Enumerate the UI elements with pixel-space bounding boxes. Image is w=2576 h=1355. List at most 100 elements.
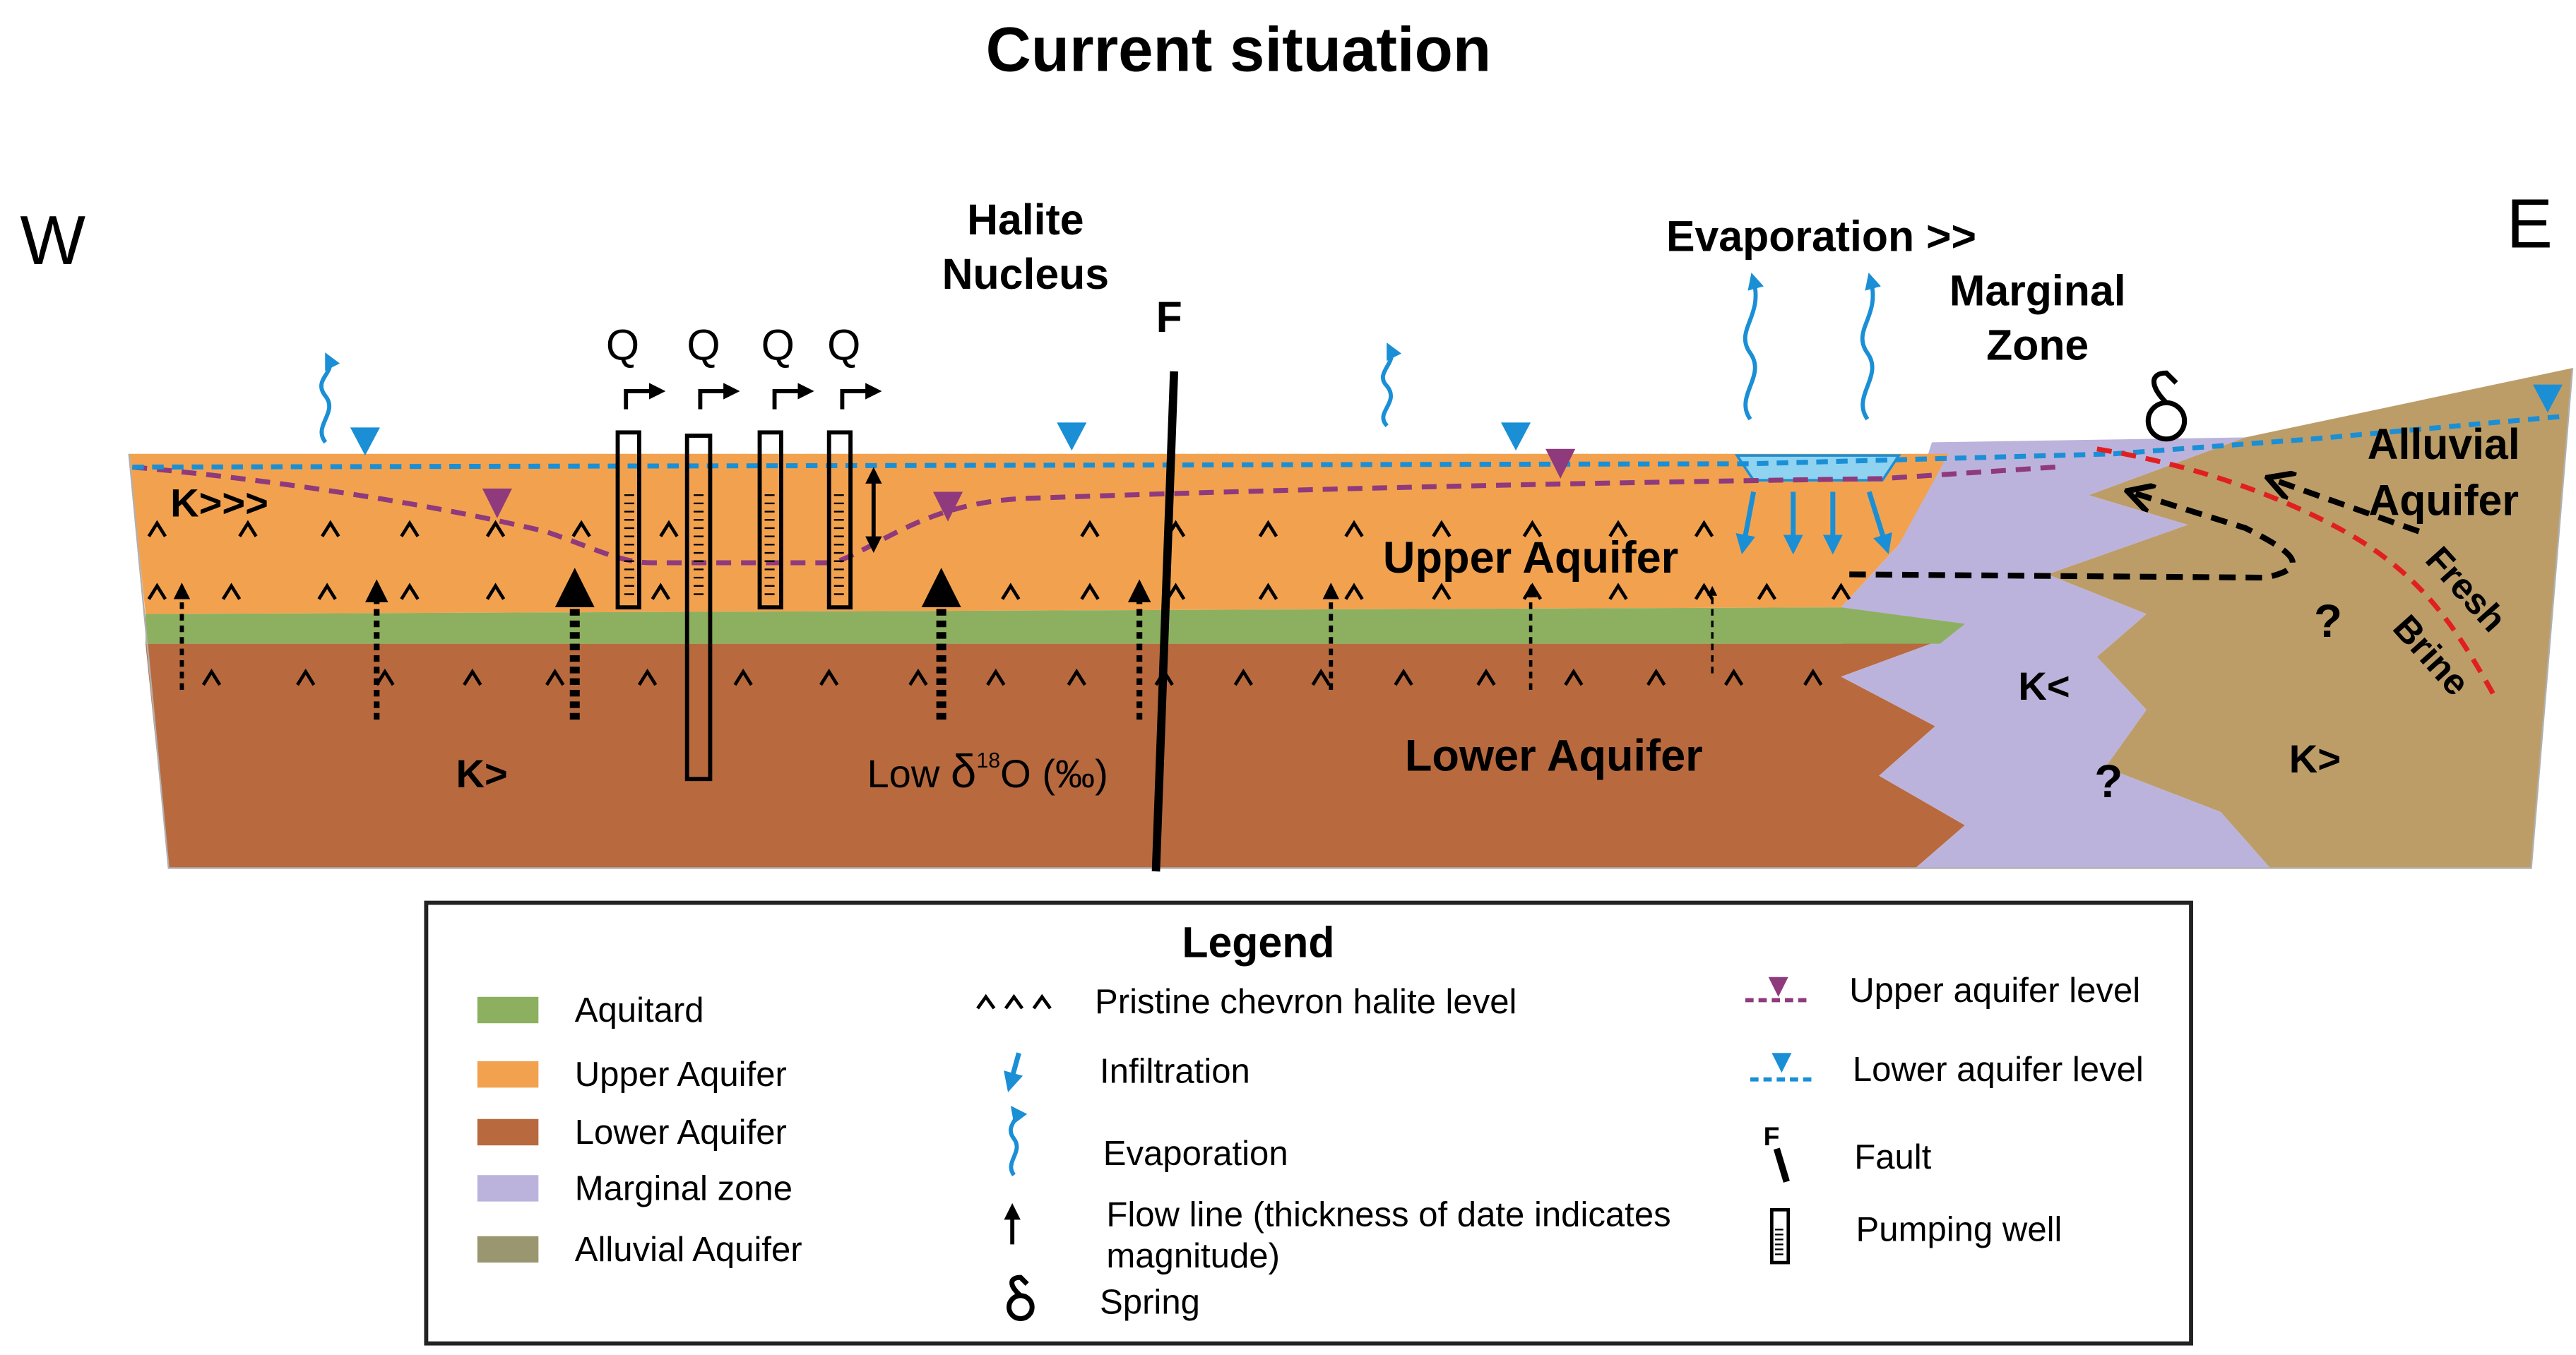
legend-label-fault: Fault xyxy=(1854,1138,1931,1176)
halite-chevron xyxy=(221,583,242,600)
halite-chevron xyxy=(571,520,591,537)
k-marginal-label: K< xyxy=(2018,664,2070,708)
legend-box xyxy=(424,900,2193,1346)
halite-chevron xyxy=(1344,520,1364,537)
evaporation-label: Evaporation >> xyxy=(1666,212,1976,260)
lower-aquifer-level-line xyxy=(132,413,2568,470)
aquitard-layer xyxy=(146,607,1965,644)
halite-chevron xyxy=(733,668,753,686)
halite-chevron xyxy=(321,520,340,537)
fault-line xyxy=(1151,371,1179,872)
halite-chevron xyxy=(1001,583,1021,600)
halite-chevron xyxy=(659,520,679,537)
east-label: E xyxy=(2506,185,2552,263)
legend-label-marginal: Marginal zone xyxy=(575,1169,793,1207)
halite-chevron xyxy=(1564,668,1584,686)
halite-chevron xyxy=(317,583,337,600)
halite-chevron xyxy=(238,520,258,537)
pumping-wells xyxy=(615,430,853,782)
upper-aquifer-level-line xyxy=(132,464,2056,566)
halite-chevrons xyxy=(147,520,1851,686)
halite-chevron xyxy=(1311,668,1331,686)
halite-chevron xyxy=(1694,520,1714,537)
halite-chevron xyxy=(1608,583,1628,600)
legend-label-evaporation: Evaporation xyxy=(1103,1135,1288,1173)
halite-chevron xyxy=(1723,668,1744,686)
halite-chevron xyxy=(1476,668,1496,686)
q-label: Q xyxy=(761,321,795,369)
halite-chevron xyxy=(908,668,928,686)
infiltration-arrows xyxy=(1735,491,1892,555)
halite-chevron xyxy=(819,668,839,686)
legend-swatch-marginal xyxy=(477,1175,539,1202)
legend-label-upper-level: Upper aquifer level xyxy=(1849,972,2140,1010)
legend-label-lower-level: Lower aquifer level xyxy=(1853,1051,2144,1089)
flow-lines xyxy=(173,568,1718,720)
legend-swatch-aquitard xyxy=(477,996,539,1024)
halite-chevron xyxy=(201,668,222,686)
halite-chevron xyxy=(1258,520,1278,537)
evaporation-arrows xyxy=(319,273,1881,444)
halite-chevron xyxy=(1522,520,1543,537)
k-alluvial-label: K> xyxy=(2289,736,2341,781)
marginal-zone-label: Zone xyxy=(1986,321,2089,369)
alluvial-aquifer-layer xyxy=(2047,368,2572,868)
unknown-marginal-label: ? xyxy=(2094,756,2123,807)
upper-level-markers xyxy=(482,448,1576,522)
legend-spring-icon xyxy=(1006,1275,1035,1322)
halite-chevron xyxy=(1608,520,1628,537)
halite-chevron xyxy=(485,520,506,537)
diagram-title: Current situation xyxy=(986,15,1491,85)
halite-chevron xyxy=(1757,583,1777,600)
legend-swatch-lower xyxy=(477,1118,539,1146)
legend-label-flow: magnitude) xyxy=(1106,1237,1280,1275)
halite-chevron xyxy=(1803,668,1823,686)
legend-label-halite: Pristine chevron halite level xyxy=(1095,983,1516,1021)
legend-fault-icon xyxy=(1773,1147,1790,1183)
halite-chevron xyxy=(637,668,658,686)
unknown-alluvial-label: ? xyxy=(2314,595,2342,647)
legend-evaporation-icon xyxy=(1009,1106,1028,1176)
section-outline xyxy=(128,368,2574,869)
spring-icon xyxy=(2145,370,2188,442)
fresh-brine-interface xyxy=(2096,446,2499,701)
halite-chevron xyxy=(1831,583,1851,600)
halite-chevron xyxy=(1165,583,1186,600)
legend-label-spring: Spring xyxy=(1100,1284,1200,1322)
legend-swatch-upper xyxy=(477,1061,539,1088)
west-label: W xyxy=(20,201,85,279)
halite-chevron xyxy=(400,583,420,600)
legend-fault-letter: F xyxy=(1764,1121,1780,1151)
legend-upper-level-marker xyxy=(1768,977,1788,997)
halite-chevron xyxy=(485,583,506,600)
upper-aquifer-label: Upper Aquifer xyxy=(1383,533,1678,583)
halite-chevron xyxy=(147,583,167,600)
q-label: Q xyxy=(687,321,720,369)
halite-chevron xyxy=(1067,668,1086,686)
marginal-zone-layer xyxy=(1841,437,2271,868)
lower-aquifer-layer xyxy=(146,640,1965,868)
halite-nucleus-label: Halite xyxy=(967,196,1084,244)
halite-chevron xyxy=(1394,668,1413,686)
pump-arrows xyxy=(624,383,882,410)
halite-chevron xyxy=(1344,583,1364,600)
well-screens xyxy=(624,494,844,595)
halite-chevron xyxy=(1432,520,1452,537)
legend-lower-level-marker xyxy=(1771,1053,1792,1073)
low-delta18o-label: Low δ18O (‰) xyxy=(867,746,1108,797)
halite-chevron xyxy=(986,668,1006,686)
legend-label-alluvial: Alluvial Aquifer xyxy=(575,1231,802,1269)
legend-chevron-icon xyxy=(976,993,1052,1010)
legend-label-flow: Flow line (thickness of date indicates xyxy=(1106,1196,1670,1234)
halite-chevron xyxy=(147,520,167,537)
halite-chevron xyxy=(651,583,670,600)
k-lower-label: K> xyxy=(456,751,507,796)
legend-label-upper: Upper Aquifer xyxy=(575,1056,787,1094)
fault-label: F xyxy=(1156,293,1182,341)
legend-label-lower: Lower Aquifer xyxy=(575,1114,787,1152)
marginal-flow-path xyxy=(1849,492,2296,581)
lower-level-markers xyxy=(350,384,2563,456)
halite-chevron xyxy=(1432,583,1452,600)
legend-pumping-icon xyxy=(1770,1207,1791,1265)
